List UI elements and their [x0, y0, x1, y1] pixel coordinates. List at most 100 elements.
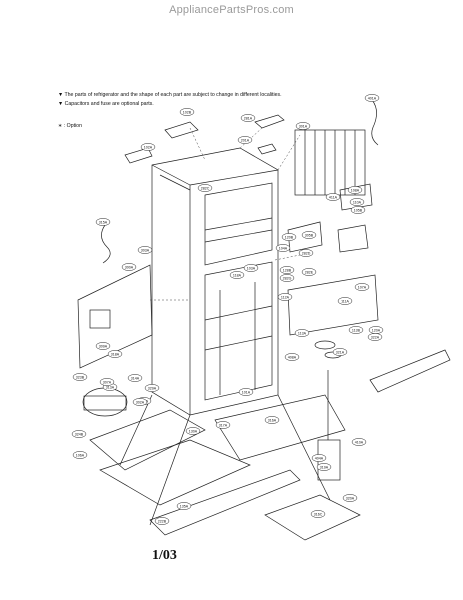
svg-text:315A: 315A [99, 220, 108, 224]
svg-text:410A: 410A [355, 440, 364, 444]
part-label: 282D [298, 249, 314, 257]
part-label: 316A [264, 416, 280, 424]
svg-text:107A: 107A [358, 285, 367, 289]
svg-text:118A: 118A [233, 273, 242, 277]
svg-text:303A: 303A [141, 248, 150, 252]
svg-text:323B: 323B [76, 375, 85, 379]
part-label: 329A [144, 384, 160, 392]
part-label: 108A [347, 186, 363, 194]
svg-text:102A: 102A [144, 145, 153, 149]
note-line: ▼ The parts of refrigerator and the shap… [58, 92, 282, 98]
part-label: 305B [301, 231, 317, 239]
part-label: 411A [325, 193, 341, 201]
cabinet-drawing [77, 99, 451, 541]
svg-text:320A: 320A [346, 496, 355, 500]
part-label: 282E [301, 268, 317, 276]
part-label: 107A [354, 283, 370, 291]
svg-text:305B: 305B [305, 233, 314, 237]
part-label: 404A [311, 454, 327, 462]
svg-text:321A: 321A [336, 350, 345, 354]
part-label: 410A [351, 438, 367, 446]
part-label: 319A [316, 463, 332, 471]
part-label: 309A [95, 342, 111, 350]
svg-text:282E: 282E [305, 270, 314, 274]
svg-text:135A: 135A [180, 504, 189, 508]
part-label: 307A [99, 378, 115, 386]
part-label: 110A [349, 198, 365, 206]
svg-text:317A: 317A [219, 423, 228, 427]
notes-block: ▼ The parts of refrigerator and the shap… [58, 91, 282, 108]
part-label: 300A [121, 263, 137, 271]
part-label: 113B [348, 326, 364, 334]
svg-text:404A: 404A [315, 456, 324, 460]
svg-text:110A: 110A [353, 200, 362, 204]
part-label: 101A [238, 388, 254, 396]
part-labels: 401A 102B 281A 201A 301A 102A 282C 315A 108A 110A… [71, 94, 384, 525]
svg-text:282G: 282G [283, 276, 292, 280]
part-label: 302A [132, 398, 148, 406]
svg-text:112A: 112A [281, 295, 290, 299]
part-label: 408A [284, 353, 300, 361]
part-label: 118A [229, 271, 245, 279]
part-label: 315A [95, 218, 111, 226]
svg-text:108A: 108A [351, 188, 360, 192]
part-label: 120A [368, 326, 384, 334]
part-label: 318A [107, 350, 123, 358]
part-label: 314A [127, 374, 143, 382]
svg-text:322A: 322A [371, 335, 380, 339]
svg-text:201A: 201A [241, 138, 250, 142]
svg-text:105B: 105B [354, 208, 363, 212]
watermark-text: AppliancePartsPros.com [169, 4, 294, 16]
svg-text:401A: 401A [368, 96, 377, 100]
part-label: 282G [279, 274, 295, 282]
part-label: 104A [275, 244, 291, 252]
svg-text:408A: 408A [288, 355, 297, 359]
guide-lines [150, 127, 301, 301]
part-label: 303A [137, 246, 153, 254]
part-label: 106A [72, 451, 88, 459]
part-label: 113A [294, 329, 310, 337]
part-label: 322A [367, 333, 383, 341]
part-label: 316C [310, 510, 326, 518]
svg-text:102B: 102B [183, 110, 192, 114]
part-label: 281A [240, 114, 256, 122]
svg-text:302A: 302A [136, 400, 145, 404]
part-label: 128B [279, 266, 295, 274]
svg-text:120A: 120A [372, 328, 381, 332]
part-label: 130A [185, 427, 201, 435]
page-number: 1/03 [152, 548, 177, 563]
svg-text:316A: 316A [268, 418, 277, 422]
part-label: 135A [176, 502, 192, 510]
svg-text:113A: 113A [298, 331, 307, 335]
part-label: 102A [140, 143, 156, 151]
svg-text:222B: 222B [158, 519, 167, 523]
part-label: 112A [277, 293, 293, 301]
part-label: 222B [154, 517, 170, 525]
part-label: 317A [215, 421, 231, 429]
part-label: 111A [337, 297, 353, 305]
svg-text:411A: 411A [329, 195, 338, 199]
svg-text:316C: 316C [314, 512, 323, 516]
svg-text:318A: 318A [111, 352, 120, 356]
svg-text:300A: 300A [125, 265, 134, 269]
svg-text:130A: 130A [189, 429, 198, 433]
svg-text:324B: 324B [75, 432, 84, 436]
note-line: ▼ Capacitors and fuse are optional parts… [58, 100, 154, 107]
svg-text:301A: 301A [299, 124, 308, 128]
option-note: ∗ : Option [58, 123, 82, 129]
svg-text:307A: 307A [103, 380, 112, 384]
svg-text:282D: 282D [302, 251, 311, 255]
part-label: 401A [364, 94, 380, 102]
svg-text:282C: 282C [201, 186, 210, 190]
part-label: 103A [243, 264, 259, 272]
part-label: 105B [350, 206, 366, 214]
svg-text:113B: 113B [352, 328, 361, 332]
part-label: 282C [197, 184, 213, 192]
part-label: 120B [281, 233, 297, 241]
svg-text:104A: 104A [279, 246, 288, 250]
svg-text:120B: 120B [285, 235, 294, 239]
part-label: 102B [179, 108, 195, 116]
svg-text:309A: 309A [99, 344, 108, 348]
svg-text:281A: 281A [244, 116, 253, 120]
